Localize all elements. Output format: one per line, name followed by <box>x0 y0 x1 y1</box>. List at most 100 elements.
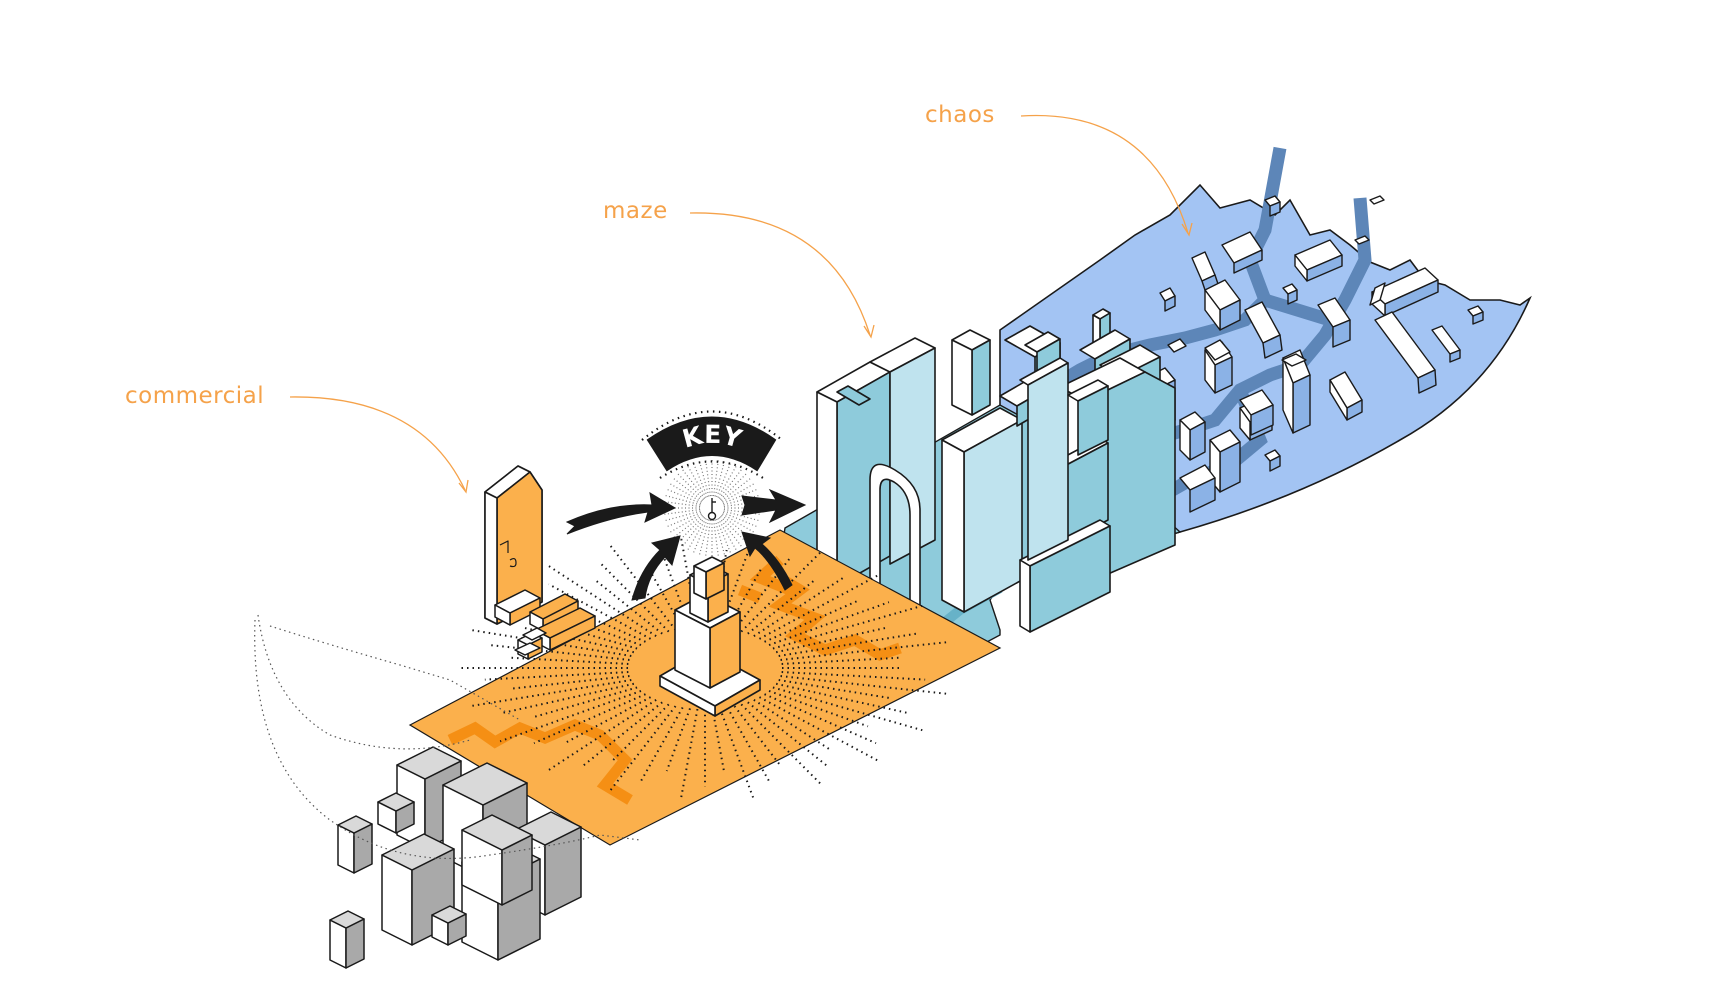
maze-wall <box>869 337 936 565</box>
halo-line <box>664 501 701 508</box>
chaos-blocks <box>1144 195 1484 513</box>
chaos-block <box>1294 239 1343 282</box>
halo-line <box>712 460 719 497</box>
halo-line <box>718 469 742 499</box>
radiating-line <box>775 626 887 654</box>
radiating-line <box>780 675 947 695</box>
radiating-line <box>781 671 926 681</box>
radiating-line <box>611 703 670 762</box>
halo-line <box>670 513 702 533</box>
halo-line <box>720 516 747 543</box>
radiating-line <box>778 632 917 658</box>
halo-line <box>664 508 701 515</box>
halo-line <box>723 501 760 508</box>
halo-line <box>721 478 751 502</box>
radiating-line <box>747 701 829 768</box>
maze-label: maze <box>603 198 668 224</box>
chaos-block <box>1281 353 1307 367</box>
arrow-icon <box>631 535 681 601</box>
halo-line <box>682 469 706 499</box>
curved-pointer-arrow <box>289 396 466 491</box>
halo-line <box>722 483 754 503</box>
chaos-block <box>1329 371 1363 421</box>
halo-line <box>717 518 737 550</box>
chaos-block <box>1167 338 1187 353</box>
halo-line <box>716 463 731 498</box>
key-banner <box>646 416 777 472</box>
key-emblem: KEY <box>641 410 783 556</box>
radiating-line <box>733 557 791 631</box>
radiating-line <box>533 693 646 745</box>
halo-line <box>677 516 704 543</box>
halo-line <box>716 518 731 553</box>
grey-block <box>381 833 455 946</box>
halo-line <box>698 461 710 497</box>
radiating-line <box>768 689 869 728</box>
halo-line <box>693 518 708 553</box>
grey-block <box>431 905 467 946</box>
chaos-block <box>1204 339 1231 361</box>
halo-line <box>673 514 703 538</box>
halo-line <box>665 510 701 522</box>
halo-line <box>665 494 701 506</box>
radiating-line <box>609 705 677 791</box>
halo-line <box>687 518 707 550</box>
commercial-monument <box>659 556 761 717</box>
commercial-zone <box>408 465 1002 846</box>
chaos-block <box>1244 301 1283 359</box>
chaos-block <box>1431 325 1461 363</box>
halo-line <box>687 466 707 498</box>
radiating-line <box>780 641 947 661</box>
maze-wall <box>951 329 991 416</box>
halo-line <box>667 489 702 504</box>
grey-block <box>337 815 373 874</box>
curved-pointer-arrow <box>1020 114 1189 234</box>
radiating-line <box>772 604 923 650</box>
radiating-line <box>609 545 677 631</box>
grey-block <box>329 910 365 969</box>
halo-line <box>720 473 747 500</box>
chaos-block <box>1179 464 1216 513</box>
chaos-block <box>1467 305 1484 325</box>
arrow-icon <box>565 492 677 535</box>
key-label: KEY <box>679 420 745 454</box>
radiating-line <box>758 573 880 640</box>
chaos-block <box>1159 287 1176 312</box>
maze-wall <box>1067 379 1109 456</box>
key-radiating-lines <box>458 536 947 800</box>
commercial-slab <box>484 465 543 625</box>
radiating-line <box>758 696 880 763</box>
halo-line <box>722 513 754 533</box>
radiating-line <box>740 550 822 633</box>
radiating-line <box>764 600 857 643</box>
chaos-block <box>1221 231 1263 274</box>
halo-line <box>723 508 760 515</box>
halo-line <box>670 483 702 503</box>
halo-line <box>705 460 712 497</box>
arrow-icon <box>741 488 807 524</box>
chaos-label: chaos <box>925 102 995 128</box>
chaos-block <box>1204 279 1241 331</box>
existing-buildings <box>329 746 582 969</box>
arrow-icon <box>741 531 793 591</box>
halo-line <box>722 512 757 527</box>
maze-wall <box>1019 357 1069 561</box>
dotted-boundary <box>254 614 641 860</box>
radiating-line <box>733 705 781 766</box>
chaos-block <box>1264 449 1281 472</box>
chaos-block <box>1239 389 1274 436</box>
halo-line <box>667 512 702 527</box>
grey-block <box>461 814 533 906</box>
radiating-line <box>740 703 822 786</box>
commercial-label: commercial <box>125 383 265 409</box>
radiating-line <box>581 701 663 768</box>
radiating-line <box>500 682 635 715</box>
radiating-line <box>775 682 910 715</box>
halo-line <box>723 494 759 506</box>
chaos-block <box>1264 195 1281 217</box>
halo-line <box>717 466 737 498</box>
halo-line <box>682 517 706 547</box>
maze-wall <box>941 407 1023 613</box>
chaos-block <box>1369 195 1385 205</box>
